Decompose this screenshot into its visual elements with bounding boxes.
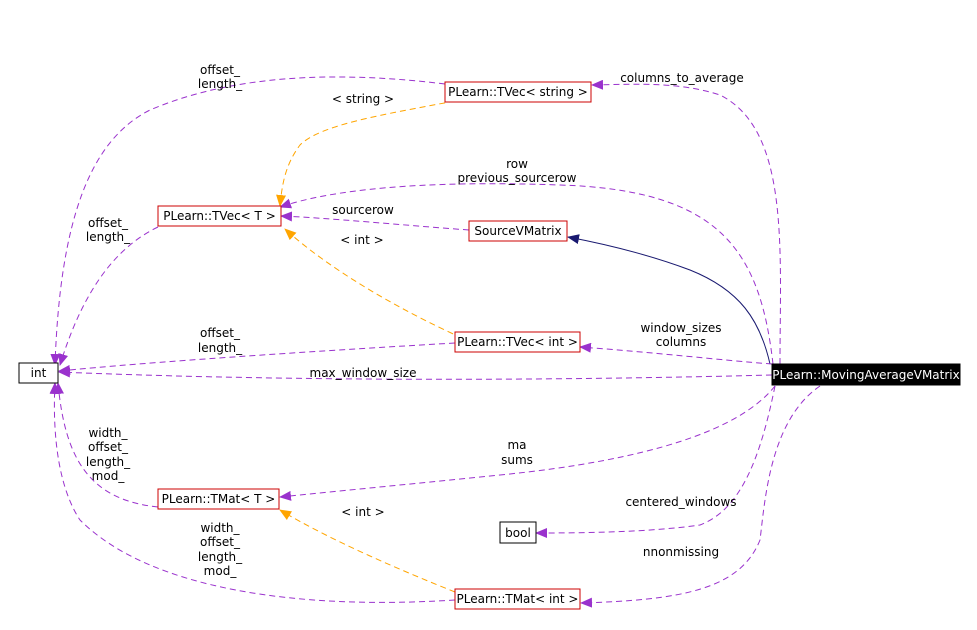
edge-ma-to-tvec-t-row — [279, 183, 774, 365]
label-wolm-tmat-int-4: mod_ — [204, 564, 238, 578]
edge-ma-to-bool — [535, 385, 776, 538]
edge-tvec-string-to-int — [50, 76, 446, 366]
edge-ma-to-tmat-int — [580, 385, 821, 608]
label-max-window-size: max_window_size — [310, 366, 417, 380]
node-tmat-int-label: PLearn::TMat< int > — [457, 592, 579, 606]
label-wolm-tmat-t-2: offset_ — [88, 440, 129, 454]
label-wolm-tmat-int-3: length_ — [198, 550, 243, 564]
label-int-template-mat: < int > — [341, 505, 384, 519]
label-offset-length-top-2: length_ — [198, 77, 243, 91]
edge-source-to-tvec-t — [280, 211, 470, 231]
label-window-sizes: window_sizes — [640, 321, 721, 335]
edge-ma-to-tvec-string — [591, 79, 781, 365]
node-tmat-t[interactable]: PLearn::TMat< T > — [157, 488, 280, 510]
edge-ma-to-int — [58, 367, 773, 380]
node-tvec-t-label: PLearn::TVec< T > — [163, 209, 276, 223]
edge-tmat-int-to-tmat-t — [279, 509, 456, 593]
label-offset-length-tvec-int-2: length_ — [198, 341, 243, 355]
label-wolm-tmat-t-1: width_ — [88, 426, 128, 440]
label-row: row — [506, 157, 528, 171]
edge-tmat-int-to-int — [49, 382, 456, 603]
label-sums: sums — [501, 453, 533, 467]
node-tvec-int-label: PLearn::TVec< int > — [457, 335, 578, 349]
label-wolm-tmat-int-2: offset_ — [200, 535, 241, 549]
edge-tvec-t-to-int — [58, 226, 159, 366]
edge-ma-to-tmat-t — [279, 385, 776, 501]
node-moving-average-vmatrix[interactable]: PLearn::MovingAverageVMatrix — [771, 363, 961, 386]
label-wolm-tmat-int-1: width_ — [200, 521, 240, 535]
label-int-template-vec: < int > — [340, 233, 383, 247]
edge-tvec-int-to-tvec-t — [284, 228, 463, 339]
label-offset-length-tvec-t-1: offset_ — [88, 216, 129, 230]
label-centered-windows: centered_windows — [625, 495, 736, 509]
node-source-vmatrix-label: SourceVMatrix — [474, 224, 561, 238]
label-string-template: < string > — [332, 92, 394, 106]
node-tvec-string[interactable]: PLearn::TVec< string > — [444, 81, 592, 103]
edge-tvec-int-to-int — [58, 342, 456, 375]
node-bool-label: bool — [505, 526, 531, 540]
edge-tmat-t-to-int — [54, 382, 159, 508]
node-tvec-int[interactable]: PLearn::TVec< int > — [454, 331, 581, 353]
node-source-vmatrix[interactable]: SourceVMatrix — [468, 220, 568, 242]
edge-ma-to-tvec-int — [579, 342, 773, 365]
node-tmat-int[interactable]: PLearn::TMat< int > — [454, 588, 581, 610]
edge-tvec-string-to-tvec-t — [276, 100, 456, 207]
label-offset-length-tvec-int-1: offset_ — [200, 326, 241, 340]
label-sourcerow: sourcerow — [332, 203, 394, 217]
label-columns-to-average: columns_to_average — [620, 71, 744, 85]
node-int-label: int — [31, 366, 47, 380]
label-offset-length-top-1: offset_ — [200, 63, 241, 77]
node-moving-average-vmatrix-label: PLearn::MovingAverageVMatrix — [772, 368, 959, 382]
label-offset-length-tvec-t-2: length_ — [86, 230, 131, 244]
node-int[interactable]: int — [18, 362, 59, 384]
label-columns: columns — [656, 335, 706, 349]
label-wolm-tmat-t-4: mod_ — [92, 469, 126, 483]
label-ma: ma — [507, 438, 526, 452]
node-bool[interactable]: bool — [499, 521, 537, 544]
label-wolm-tmat-t-3: length_ — [86, 455, 131, 469]
edge-ma-inherits-source — [567, 234, 771, 365]
label-previous-sourcerow: previous_sourcerow — [458, 171, 577, 185]
node-tvec-t[interactable]: PLearn::TVec< T > — [157, 205, 282, 227]
label-nnonmissing: nnonmissing — [643, 545, 719, 559]
node-tmat-t-label: PLearn::TMat< T > — [162, 492, 276, 506]
node-tvec-string-label: PLearn::TVec< string > — [448, 85, 588, 99]
